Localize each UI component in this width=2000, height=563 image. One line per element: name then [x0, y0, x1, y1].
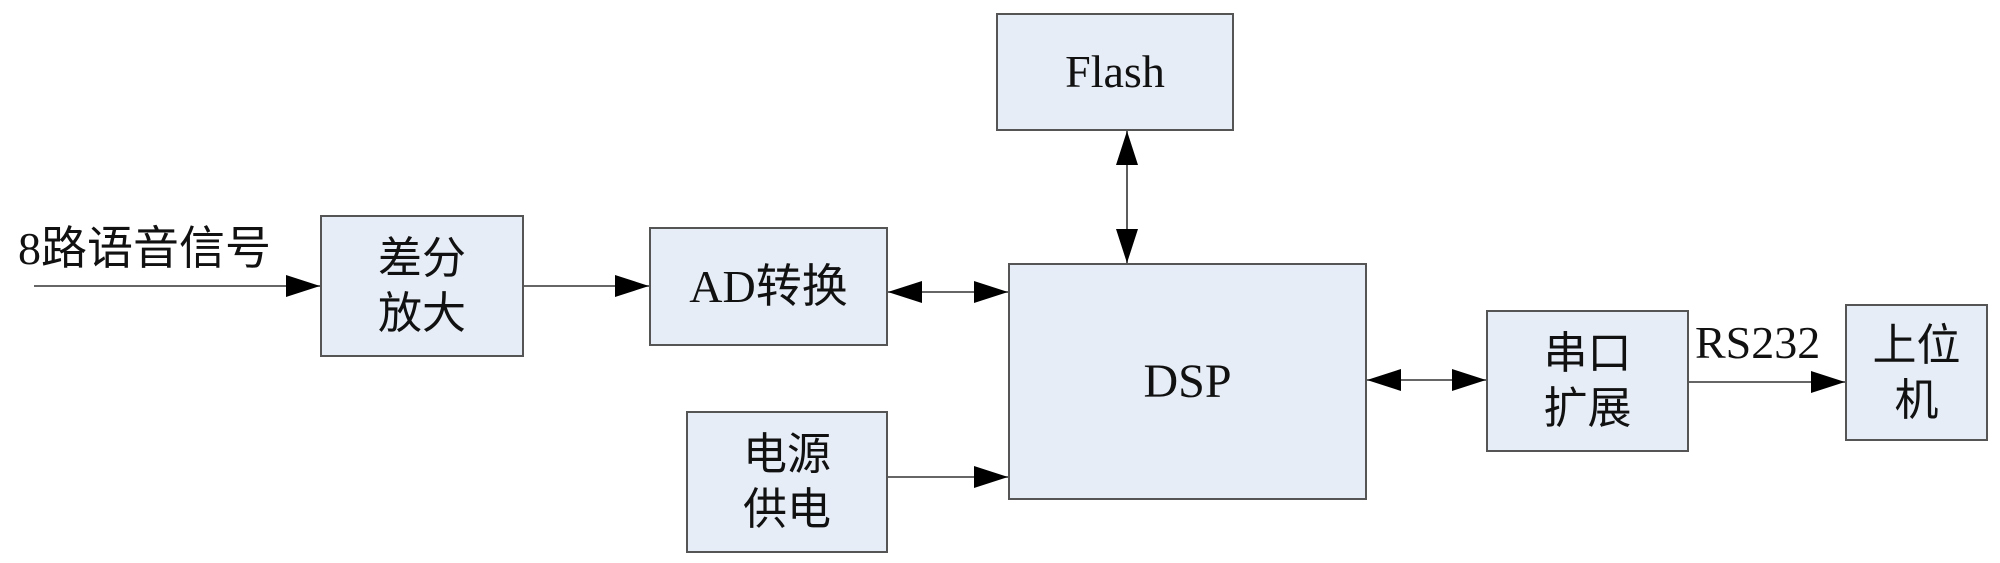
- power-label-line2: 供电: [743, 485, 831, 534]
- arrowhead: [974, 466, 1008, 488]
- serial-label-line1: 串口: [1543, 329, 1632, 378]
- serial-label-line2: 扩展: [1543, 384, 1632, 433]
- power-supply-block: 电源 供电: [686, 411, 888, 553]
- diff-amp-block: 差分 放大: [320, 215, 524, 357]
- power-label-line1: 电源: [743, 430, 831, 479]
- arrowhead: [1116, 229, 1138, 263]
- host-label-line2: 机: [1894, 375, 1939, 425]
- dsp-block: DSP: [1008, 263, 1367, 500]
- rs232-label: RS232: [1695, 317, 1821, 368]
- ad-converter-label: AD转换: [689, 260, 848, 312]
- host-label-line1: 上位: [1872, 320, 1961, 370]
- serial-expansion-block: 串口 扩展: [1486, 310, 1689, 452]
- arrowhead: [888, 281, 922, 303]
- diff-amp-label-line2: 放大: [378, 289, 466, 338]
- input-signal-label: 8路语音信号: [18, 223, 271, 274]
- diff-amp-label-line1: 差分: [378, 234, 466, 283]
- arrowhead: [1116, 131, 1138, 165]
- dsp-label: DSP: [1143, 354, 1232, 408]
- arrowhead: [1367, 369, 1401, 391]
- arrowhead: [1452, 369, 1486, 391]
- ad-converter-block: AD转换: [649, 227, 888, 346]
- arrowhead: [974, 281, 1008, 303]
- arrowhead: [615, 275, 649, 297]
- flash-label: Flash: [1065, 46, 1165, 98]
- arrowhead: [286, 275, 320, 297]
- arrowhead: [1811, 371, 1845, 393]
- flash-block: Flash: [996, 13, 1234, 131]
- host-computer-block: 上位 机: [1845, 304, 1988, 441]
